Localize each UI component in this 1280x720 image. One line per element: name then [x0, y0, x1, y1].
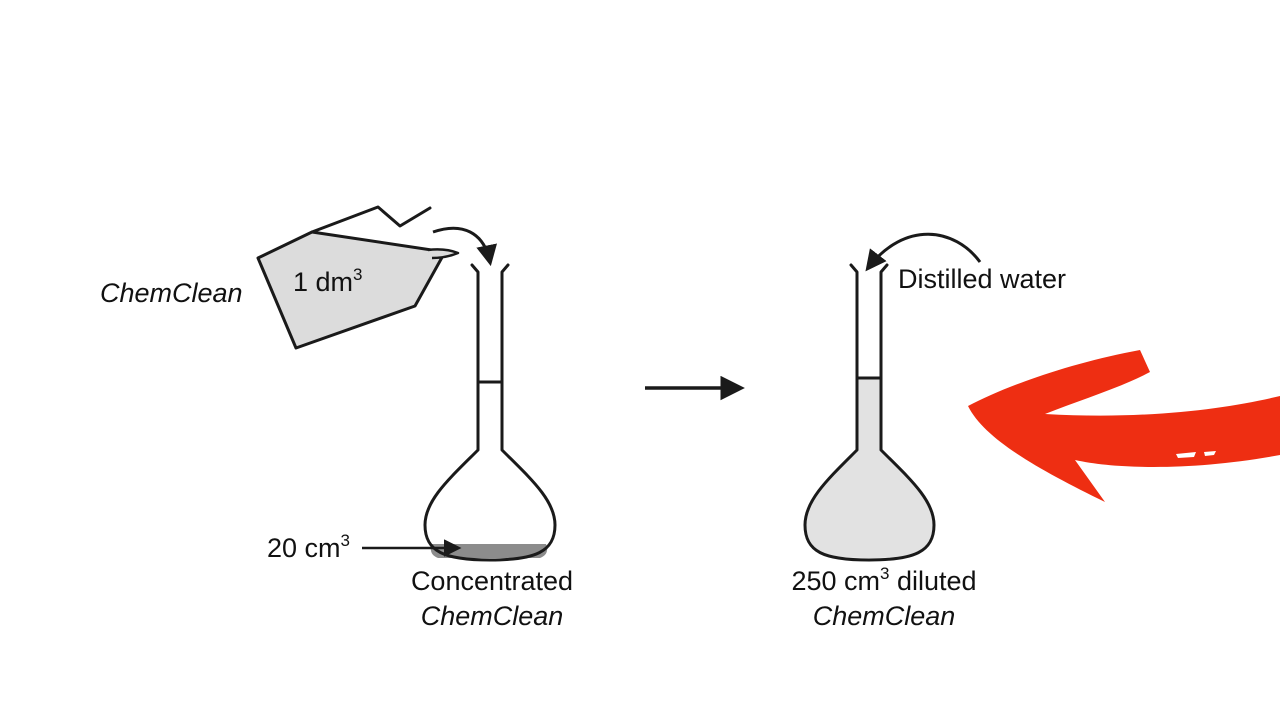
red-highlight-arrow	[968, 350, 1280, 502]
right-flask-solution	[805, 378, 934, 558]
left-flask-caption-line2: ChemClean	[420, 601, 564, 631]
right-flask-volume-value: 250 cm	[791, 566, 880, 596]
bottle-brand-label: ChemClean	[100, 278, 243, 308]
concentrate-volume-value: 20 cm	[267, 533, 341, 563]
left-flask-caption-line1: Concentrated	[410, 566, 574, 596]
right-volumetric-flask	[803, 263, 936, 562]
right-flask-caption-line2: ChemClean	[812, 601, 956, 631]
pour-arrow	[432, 226, 497, 267]
concentrate-volume-exponent: 3	[340, 531, 350, 550]
bottle-volume-label: 1 dm3	[293, 266, 363, 297]
red-arrow-fleck-2	[1204, 451, 1216, 456]
left-flask-outline	[423, 263, 557, 562]
left-volumetric-flask	[423, 263, 557, 562]
bottle-handle	[310, 205, 432, 234]
right-flask-volume-suffix: diluted	[889, 566, 977, 596]
water-arrow	[865, 232, 982, 272]
red-arrow-fleck	[1176, 452, 1196, 458]
right-flask-caption-line1: 250 cm3 diluted	[764, 565, 1004, 596]
right-flask-outline	[803, 263, 936, 562]
bottle-body	[256, 230, 447, 350]
bottle-volume-exponent: 3	[353, 265, 363, 284]
bottle-volume-value: 1 dm	[293, 267, 354, 297]
concentrate-volume-label: 20 cm3	[267, 532, 350, 563]
right-flask-volume-exponent: 3	[880, 564, 890, 583]
distilled-water-label: Distilled water	[898, 264, 1067, 294]
bottle-spout	[427, 248, 460, 260]
pouring-bottle	[256, 205, 460, 350]
